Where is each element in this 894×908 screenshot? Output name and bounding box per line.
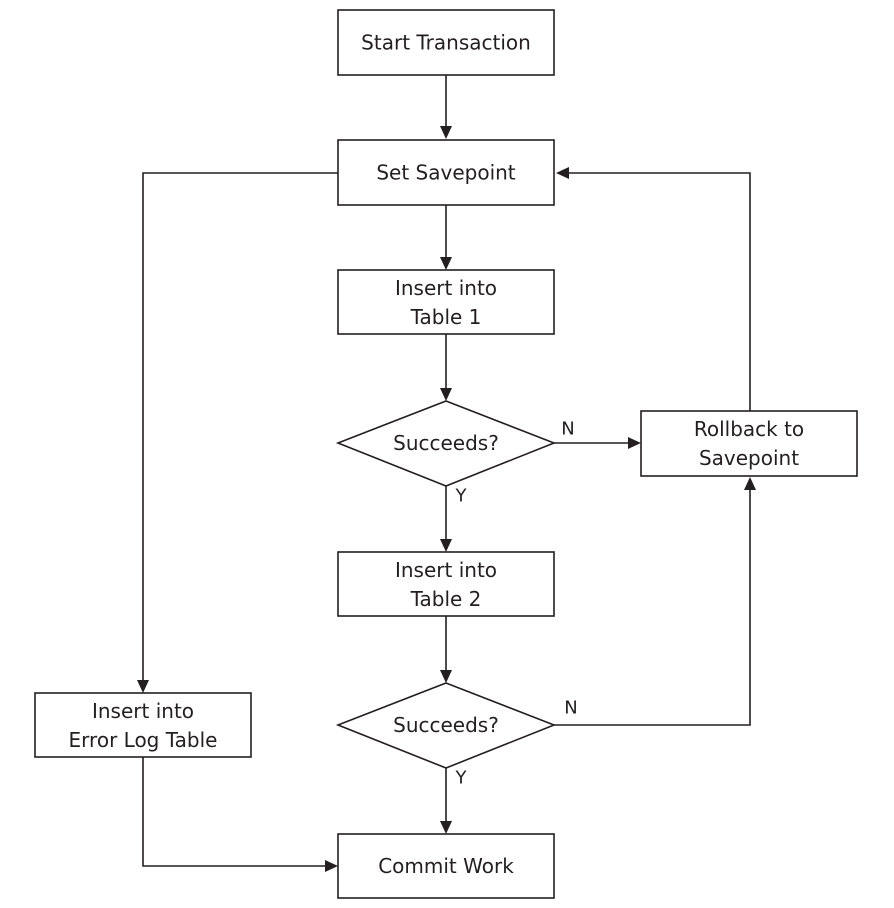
arrowhead [440,388,452,401]
edge-savepoint-to-errorlog [142,172,338,680]
node-insert-table1-label-line1: Insert into [395,276,497,300]
edge-label-succeeds1-no: N [561,419,574,440]
node-succeeds-2-label: Succeeds? [393,713,499,737]
edge-label-succeeds2-no: N [564,698,577,719]
arrowhead [440,670,452,683]
node-insert-table2-label-line2: Table 2 [410,587,482,611]
arrowhead [440,821,452,834]
node-insert-table1-label-line2: Table 1 [410,305,482,329]
arrowhead [440,539,452,552]
node-rollback: Rollback to Savepoint [640,410,858,477]
node-succeeds-2: Succeeds? [335,682,557,769]
arrowhead [556,167,569,179]
edge-rollback-to-savepoint [569,172,751,411]
node-insert-table2: Insert into Table 2 [337,551,555,617]
node-set-savepoint-label: Set Savepoint [376,161,515,185]
edge-succeeds2-no [554,490,751,726]
node-succeeds-1: Succeeds? [335,400,557,487]
node-insert-error-log-label-line2: Error Log Table [69,728,218,752]
node-insert-error-log-label-line1: Insert into [92,699,194,723]
node-insert-table1: Insert into Table 1 [337,269,555,335]
arrowhead [744,477,756,490]
edge-errorlog-to-commit [142,757,325,867]
node-insert-table2-label-line1: Insert into [395,558,497,582]
edge-label-succeeds2-yes: Y [455,768,468,789]
arrowhead [137,680,149,693]
node-rollback-label-line1: Rollback to [694,417,804,441]
node-start-transaction-label: Start Transaction [361,31,531,55]
node-rollback-label-line2: Savepoint [699,446,799,470]
arrowhead [440,126,452,139]
arrowhead [628,437,641,449]
node-start-transaction: Start Transaction [337,9,555,76]
node-commit-work-label: Commit Work [378,854,514,878]
arrowhead [325,860,338,872]
edge-label-succeeds1-yes: Y [455,486,468,507]
node-insert-error-log: Insert into Error Log Table [34,692,252,758]
node-set-savepoint: Set Savepoint [337,139,555,206]
arrowhead [440,257,452,270]
node-succeeds-1-label: Succeeds? [393,431,499,455]
node-commit-work: Commit Work [337,833,555,899]
